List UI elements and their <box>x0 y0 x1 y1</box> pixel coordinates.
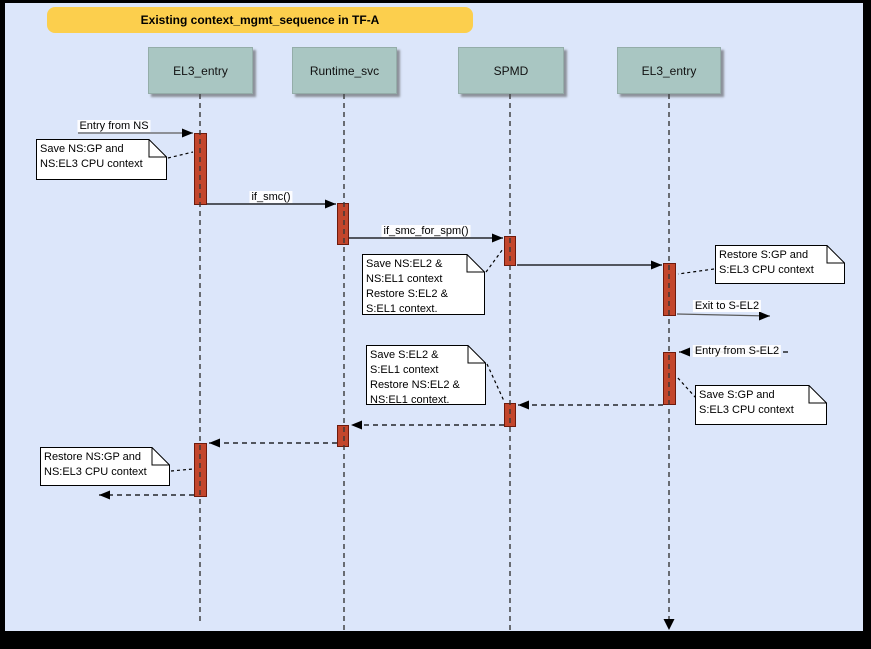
note-outline <box>695 385 827 425</box>
note-outline <box>715 245 845 284</box>
arrowhead-icon <box>351 420 362 430</box>
activation-bar <box>337 203 349 245</box>
note-text-line: Restore NS:EL2 & <box>370 379 460 391</box>
note-text-line: S:EL1 context <box>370 364 439 376</box>
note-text-line: NS:EL3 CPU context <box>44 466 147 478</box>
arrowhead-icon <box>651 260 662 270</box>
activation-bar <box>337 425 349 447</box>
note-shape <box>40 447 170 486</box>
note-text-line: Save NS:GP and <box>40 143 124 155</box>
lifeline-end-arrow-icon <box>663 619 675 630</box>
activation-bar <box>504 403 516 427</box>
note-text-line: Restore NS:GP and <box>44 451 142 463</box>
arrowhead-icon <box>518 400 529 410</box>
note-text-line: Restore S:EL2 & <box>366 288 448 300</box>
activation-bar <box>504 236 516 266</box>
note-shape <box>362 254 485 315</box>
note-shape <box>36 139 167 180</box>
participant-label: EL3_entry <box>641 63 697 78</box>
activation-bar <box>194 443 207 497</box>
arrowhead-icon <box>759 311 770 321</box>
participant-label: EL3_entry <box>173 63 228 78</box>
note-text-line: S:EL1 context. <box>366 303 438 315</box>
note-outline <box>36 139 167 180</box>
arrowhead-icon <box>325 199 336 209</box>
participant-label: SPMD <box>493 63 529 78</box>
note-shape <box>695 385 827 425</box>
message-label: if_smc() <box>249 191 293 203</box>
note-connector-line <box>170 468 194 472</box>
note-text-line: NS:EL1 context <box>366 273 443 285</box>
arrowhead-icon <box>99 490 110 500</box>
note-connector-line <box>167 151 194 159</box>
note-connector-line <box>485 248 504 273</box>
note-text-line: S:EL3 CPU context <box>699 404 794 416</box>
message-line <box>676 313 771 317</box>
note-fold-icon <box>467 345 486 364</box>
note-fold-icon <box>808 385 827 404</box>
note-outline <box>40 447 170 486</box>
note-fold-icon <box>148 139 167 158</box>
arrowhead-icon <box>182 128 193 138</box>
participant-label: Runtime_svc <box>309 63 380 78</box>
note-fold-icon <box>466 254 485 273</box>
note-text-line: S:EL3 CPU context <box>719 264 814 276</box>
message-label: Entry from S-EL2 <box>692 345 782 357</box>
note-text-line: NS:EL3 CPU context <box>40 158 143 170</box>
activation-bar <box>663 263 676 316</box>
note-text-line: Restore S:GP and <box>719 249 809 261</box>
note-outline <box>366 345 486 405</box>
message-label: if_smc_for_spm() <box>381 225 471 237</box>
participant-box: EL3_entry <box>148 47 253 94</box>
note-connector-line <box>677 268 715 275</box>
note-fold-icon <box>151 447 170 466</box>
arrowhead-icon <box>492 233 503 243</box>
note-shape <box>715 245 845 284</box>
diagram-title: Existing context_mgmt_sequence in TF-A <box>47 7 473 33</box>
note-connector-line <box>676 376 697 399</box>
participant-box: Runtime_svc <box>292 47 397 94</box>
participant-box: EL3_entry <box>617 47 721 94</box>
activation-bar <box>194 133 207 205</box>
activation-bar <box>663 352 676 405</box>
note-outline <box>362 254 485 315</box>
note-text-line: NS:EL1 context. <box>370 394 450 406</box>
note-text-line: Save S:EL2 & <box>370 349 439 361</box>
arrowhead-icon <box>209 438 220 448</box>
note-shape <box>366 345 486 405</box>
note-text-line: Save S:GP and <box>699 389 775 401</box>
note-connector-line <box>486 363 505 402</box>
note-text-line: Save NS:EL2 & <box>366 258 443 270</box>
arrowhead-icon <box>679 347 690 357</box>
note-fold-icon <box>826 245 845 264</box>
message-label: Exit to S-EL2 <box>692 300 762 312</box>
diagram-background <box>5 3 863 631</box>
participant-box: SPMD <box>458 47 564 94</box>
message-label: Entry from NS <box>77 120 151 132</box>
